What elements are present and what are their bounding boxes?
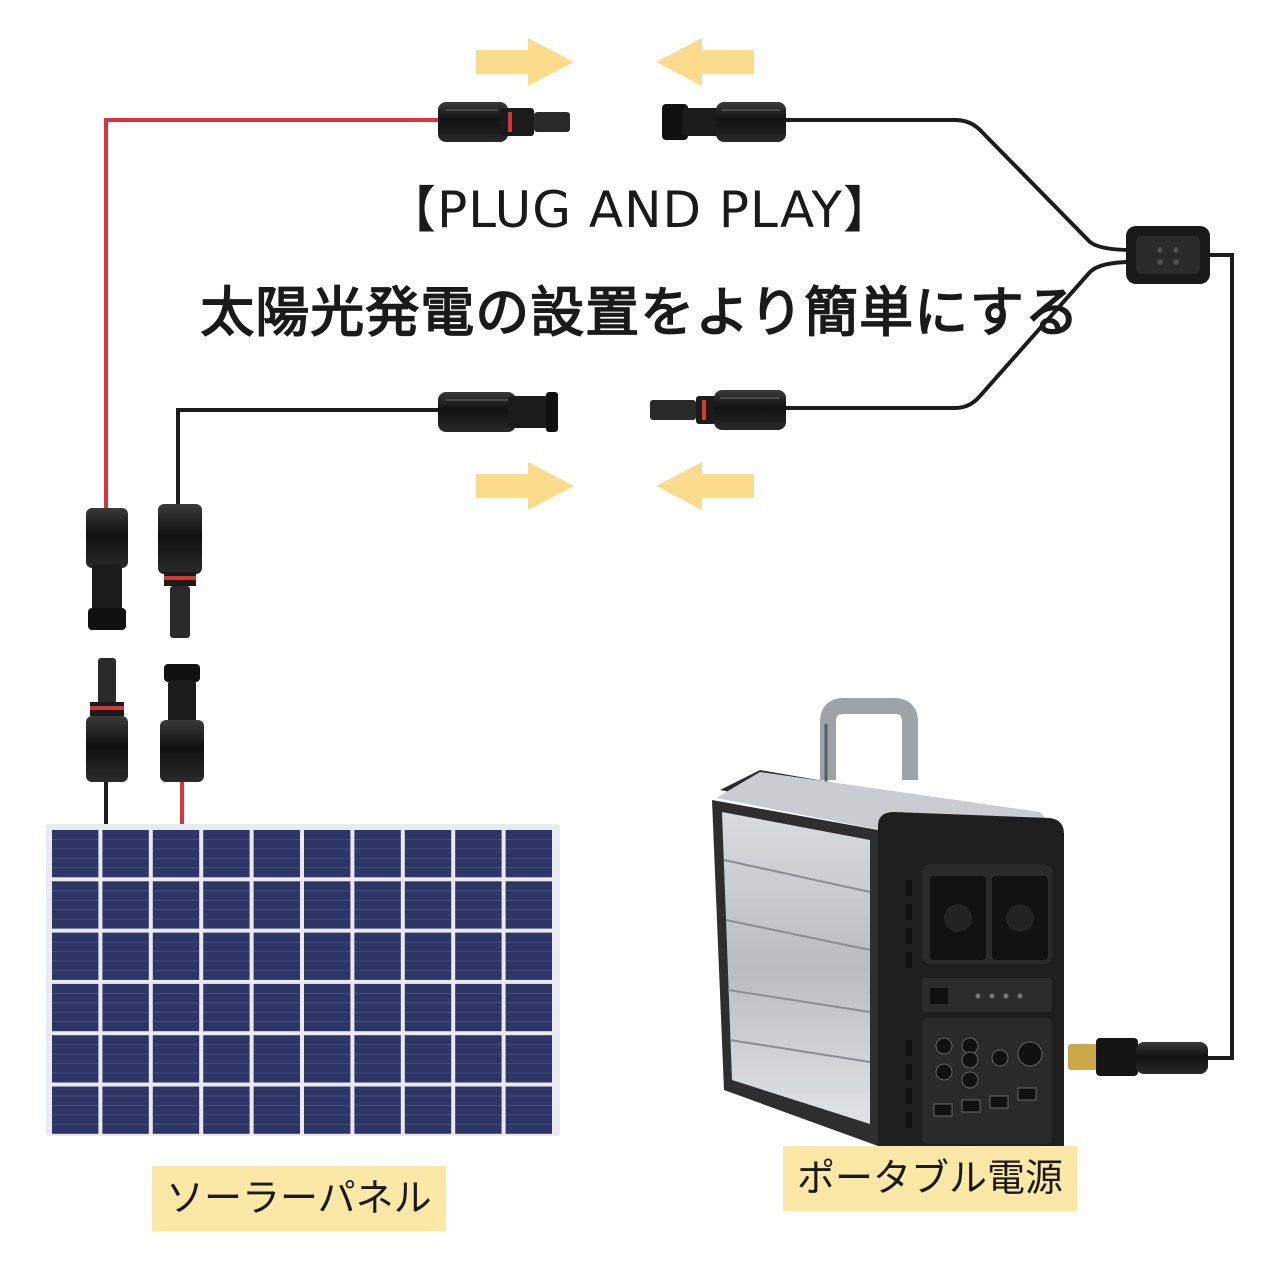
solar-cell: [102, 932, 149, 980]
solar-cell: [404, 1035, 452, 1083]
solar-cell: [404, 983, 452, 1032]
output-cable: [1205, 253, 1234, 1060]
headline-japanese: 太陽光発電の設置をより簡単にする: [200, 281, 1080, 344]
solar-cell: [52, 1035, 99, 1083]
solar-cell: [354, 830, 401, 878]
solar-cell: [455, 1035, 502, 1083]
solar-cell: [404, 1086, 452, 1134]
portable-power-station-icon: [712, 698, 1064, 1158]
arrow-icon: [476, 38, 574, 86]
solar-cell: [304, 932, 351, 980]
solar-cell: [253, 881, 300, 929]
solar-cell: [152, 881, 200, 929]
solar-cell: [404, 932, 452, 980]
solar-cell: [52, 932, 99, 980]
solar-cell: [455, 1086, 502, 1134]
mc4-connector-icon: [86, 508, 128, 630]
y-branch-upper-wire: [780, 118, 1133, 252]
solar-cell: [505, 830, 552, 878]
solar-cell: [455, 830, 502, 878]
solar-cell: [304, 983, 351, 1032]
solar-cell: [505, 1086, 552, 1134]
solar-cell: [354, 1086, 401, 1134]
solar-cell: [304, 1086, 351, 1134]
solar-cell: [152, 1086, 200, 1134]
mc4-connector-icon: [86, 658, 128, 782]
solar-cell: [203, 1035, 250, 1083]
mc4-connector-icon: [650, 390, 786, 430]
negative-wire: [176, 408, 440, 508]
solar-cell: [152, 983, 200, 1032]
solar-cell: [102, 983, 149, 1032]
solar-cell: [253, 983, 300, 1032]
solar-cell: [102, 881, 149, 929]
arrow-icon: [476, 462, 574, 510]
red-wire: [104, 118, 440, 826]
solar-cell: [102, 1035, 149, 1083]
solar-cell: [102, 1086, 149, 1134]
solar-cell: [52, 1086, 99, 1134]
solar-cell: [253, 830, 300, 878]
mc4-connector-icon: [662, 102, 786, 142]
solar-cell: [52, 881, 99, 929]
solar-cell: [505, 881, 552, 929]
solar-cell: [354, 881, 401, 929]
solar-cell: [203, 983, 250, 1032]
solar-cell: [203, 932, 250, 980]
y-branch-junction: [1126, 226, 1210, 284]
solar-cell: [152, 1035, 200, 1083]
solar-cell: [203, 830, 250, 878]
solar-cell: [354, 1035, 401, 1083]
solar-cell: [52, 830, 99, 878]
solar-cell: [203, 881, 250, 929]
solar-panel-icon: [46, 824, 560, 1136]
mc4-connector-icon: [160, 664, 204, 782]
headline-english: 【PLUG AND PLAY】: [386, 181, 894, 239]
solar-cell: [455, 932, 502, 980]
solar-cell: [253, 1086, 300, 1134]
solar-cell: [304, 1035, 351, 1083]
solar-cell: [505, 983, 552, 1032]
solar-cell: [505, 932, 552, 980]
y-branch-lower-wire: [780, 260, 1133, 410]
solar-cell: [203, 1086, 250, 1134]
black-wire: [104, 118, 1234, 1060]
positive-wire: [104, 118, 440, 512]
dc-plug-icon: [1068, 1038, 1208, 1076]
solar-cell: [505, 1035, 552, 1083]
arrow-icon: [656, 462, 754, 510]
portable-power-label: ポータブル電源: [783, 1146, 1078, 1212]
solar-cell: [404, 830, 452, 878]
mc4-connector-icon: [158, 504, 202, 638]
solar-cell: [102, 830, 149, 878]
solar-cell: [354, 983, 401, 1032]
mc4-connector-icon: [438, 102, 570, 142]
solar-cell: [455, 881, 502, 929]
solar-cell: [455, 983, 502, 1032]
solar-cell: [253, 932, 300, 980]
solar-cell: [152, 830, 200, 878]
solar-cell: [304, 830, 351, 878]
solar-cell: [152, 932, 200, 980]
solar-cell: [354, 932, 401, 980]
solar-cell: [253, 1035, 300, 1083]
solar-cell: [52, 983, 99, 1032]
solar-cell: [304, 881, 351, 929]
arrow-icon: [656, 38, 754, 86]
solar-panel-label: ソーラーパネル: [152, 1166, 446, 1232]
solar-cell: [404, 881, 452, 929]
mc4-connector-icon: [438, 392, 558, 432]
